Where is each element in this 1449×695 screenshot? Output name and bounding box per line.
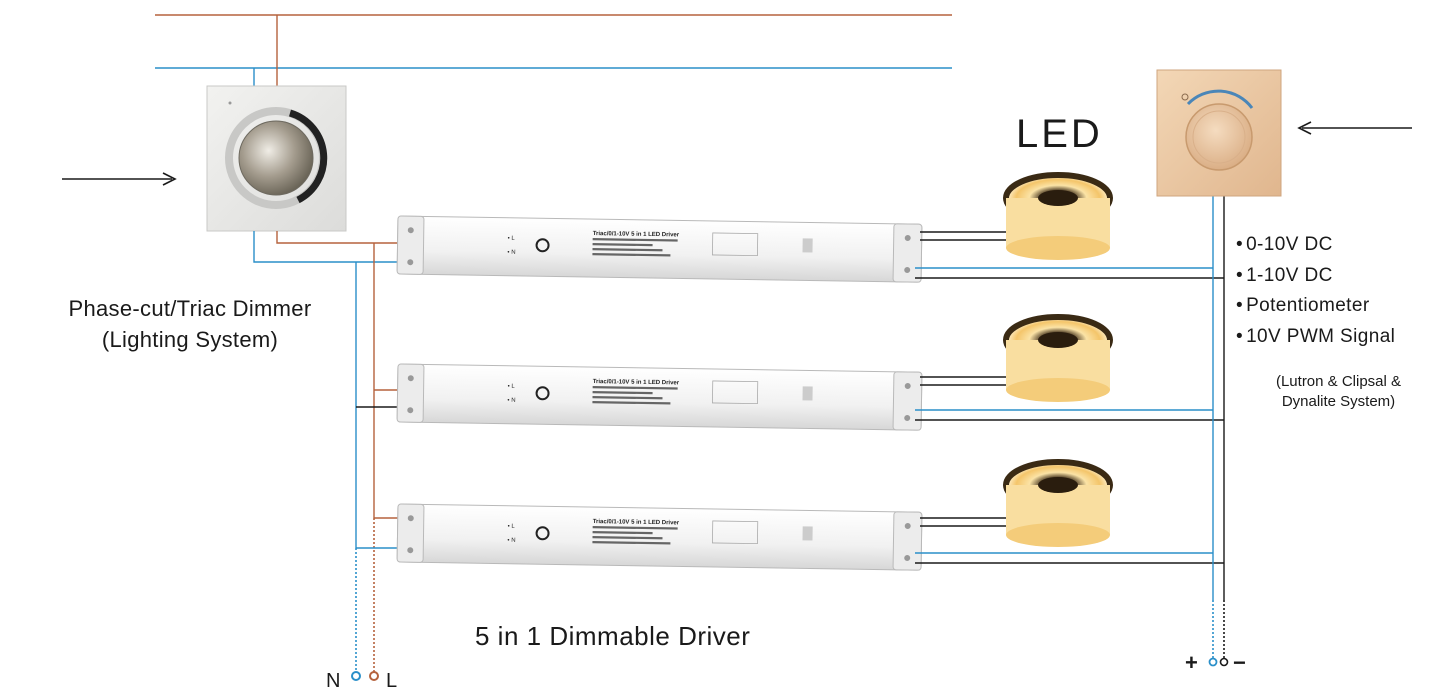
triac-dimmer-panel	[206, 85, 347, 232]
control-negative-terminal-icon[interactable]	[1219, 657, 1229, 667]
svg-text:• L: • L	[508, 384, 516, 390]
control-negative-label: −	[1233, 650, 1246, 675]
dimmed-live-wire	[276, 231, 402, 244]
svg-text:• L: • L	[508, 524, 516, 530]
signal-note: (Lutron & Clipsal & Dynalite System)	[1236, 372, 1441, 412]
led-strip-reel-icon	[1003, 172, 1113, 260]
live-terminal-label: L	[386, 670, 398, 692]
signal-option: 1-10V DC	[1236, 261, 1395, 292]
dimmer-caption-line-1: Phase-cut/Triac Dimmer	[68, 296, 312, 321]
dimmer-caption-line-2: (Lighting System)	[101, 327, 279, 352]
neutral-terminal-label: N	[326, 670, 341, 692]
signal-option: Potentiometer	[1236, 291, 1395, 322]
led-driver-3: • L • N	[396, 503, 923, 571]
signal-note-line-1: (Lutron & Clipsal &	[1275, 373, 1402, 390]
neutral-terminal-icon[interactable]	[351, 671, 361, 681]
live-terminal-icon[interactable]	[369, 671, 379, 681]
svg-text:• N: • N	[507, 250, 515, 256]
led-driver-2: • L • N	[396, 363, 923, 431]
svg-text:• L: • L	[508, 236, 516, 242]
signal-note-line-2: Dynalite System)	[1281, 393, 1396, 410]
led-strip-reel-icon	[1003, 459, 1113, 547]
signal-options-list: 0-10V DC 1-10V DC Potentiometer 10V PWM …	[1236, 230, 1395, 352]
signal-option: 0-10V DC	[1236, 230, 1395, 261]
rotary-dimmer-panel	[1156, 69, 1282, 197]
control-positive-terminal-icon[interactable]	[1208, 657, 1218, 667]
led-title: LED	[1016, 112, 1103, 156]
led-driver-1: • L • N	[396, 215, 923, 283]
control-positive-label: +	[1185, 650, 1198, 675]
control-signal-wires	[915, 196, 1225, 658]
svg-text:• N: • N	[507, 398, 515, 404]
led-strip-reel-icon	[1003, 314, 1113, 402]
driver-caption: 5 in 1 Dimmable Driver	[475, 621, 751, 651]
led-output-wires	[920, 231, 1010, 527]
arrow-left-icon	[1297, 121, 1412, 135]
signal-option: 10V PWM Signal	[1236, 322, 1395, 353]
dimmer-caption: Phase-cut/Triac Dimmer (Lighting System)	[20, 293, 360, 355]
arrow-right-icon	[62, 172, 177, 186]
svg-text:• N: • N	[507, 538, 515, 544]
dimmer-neutral-wire	[253, 231, 402, 263]
